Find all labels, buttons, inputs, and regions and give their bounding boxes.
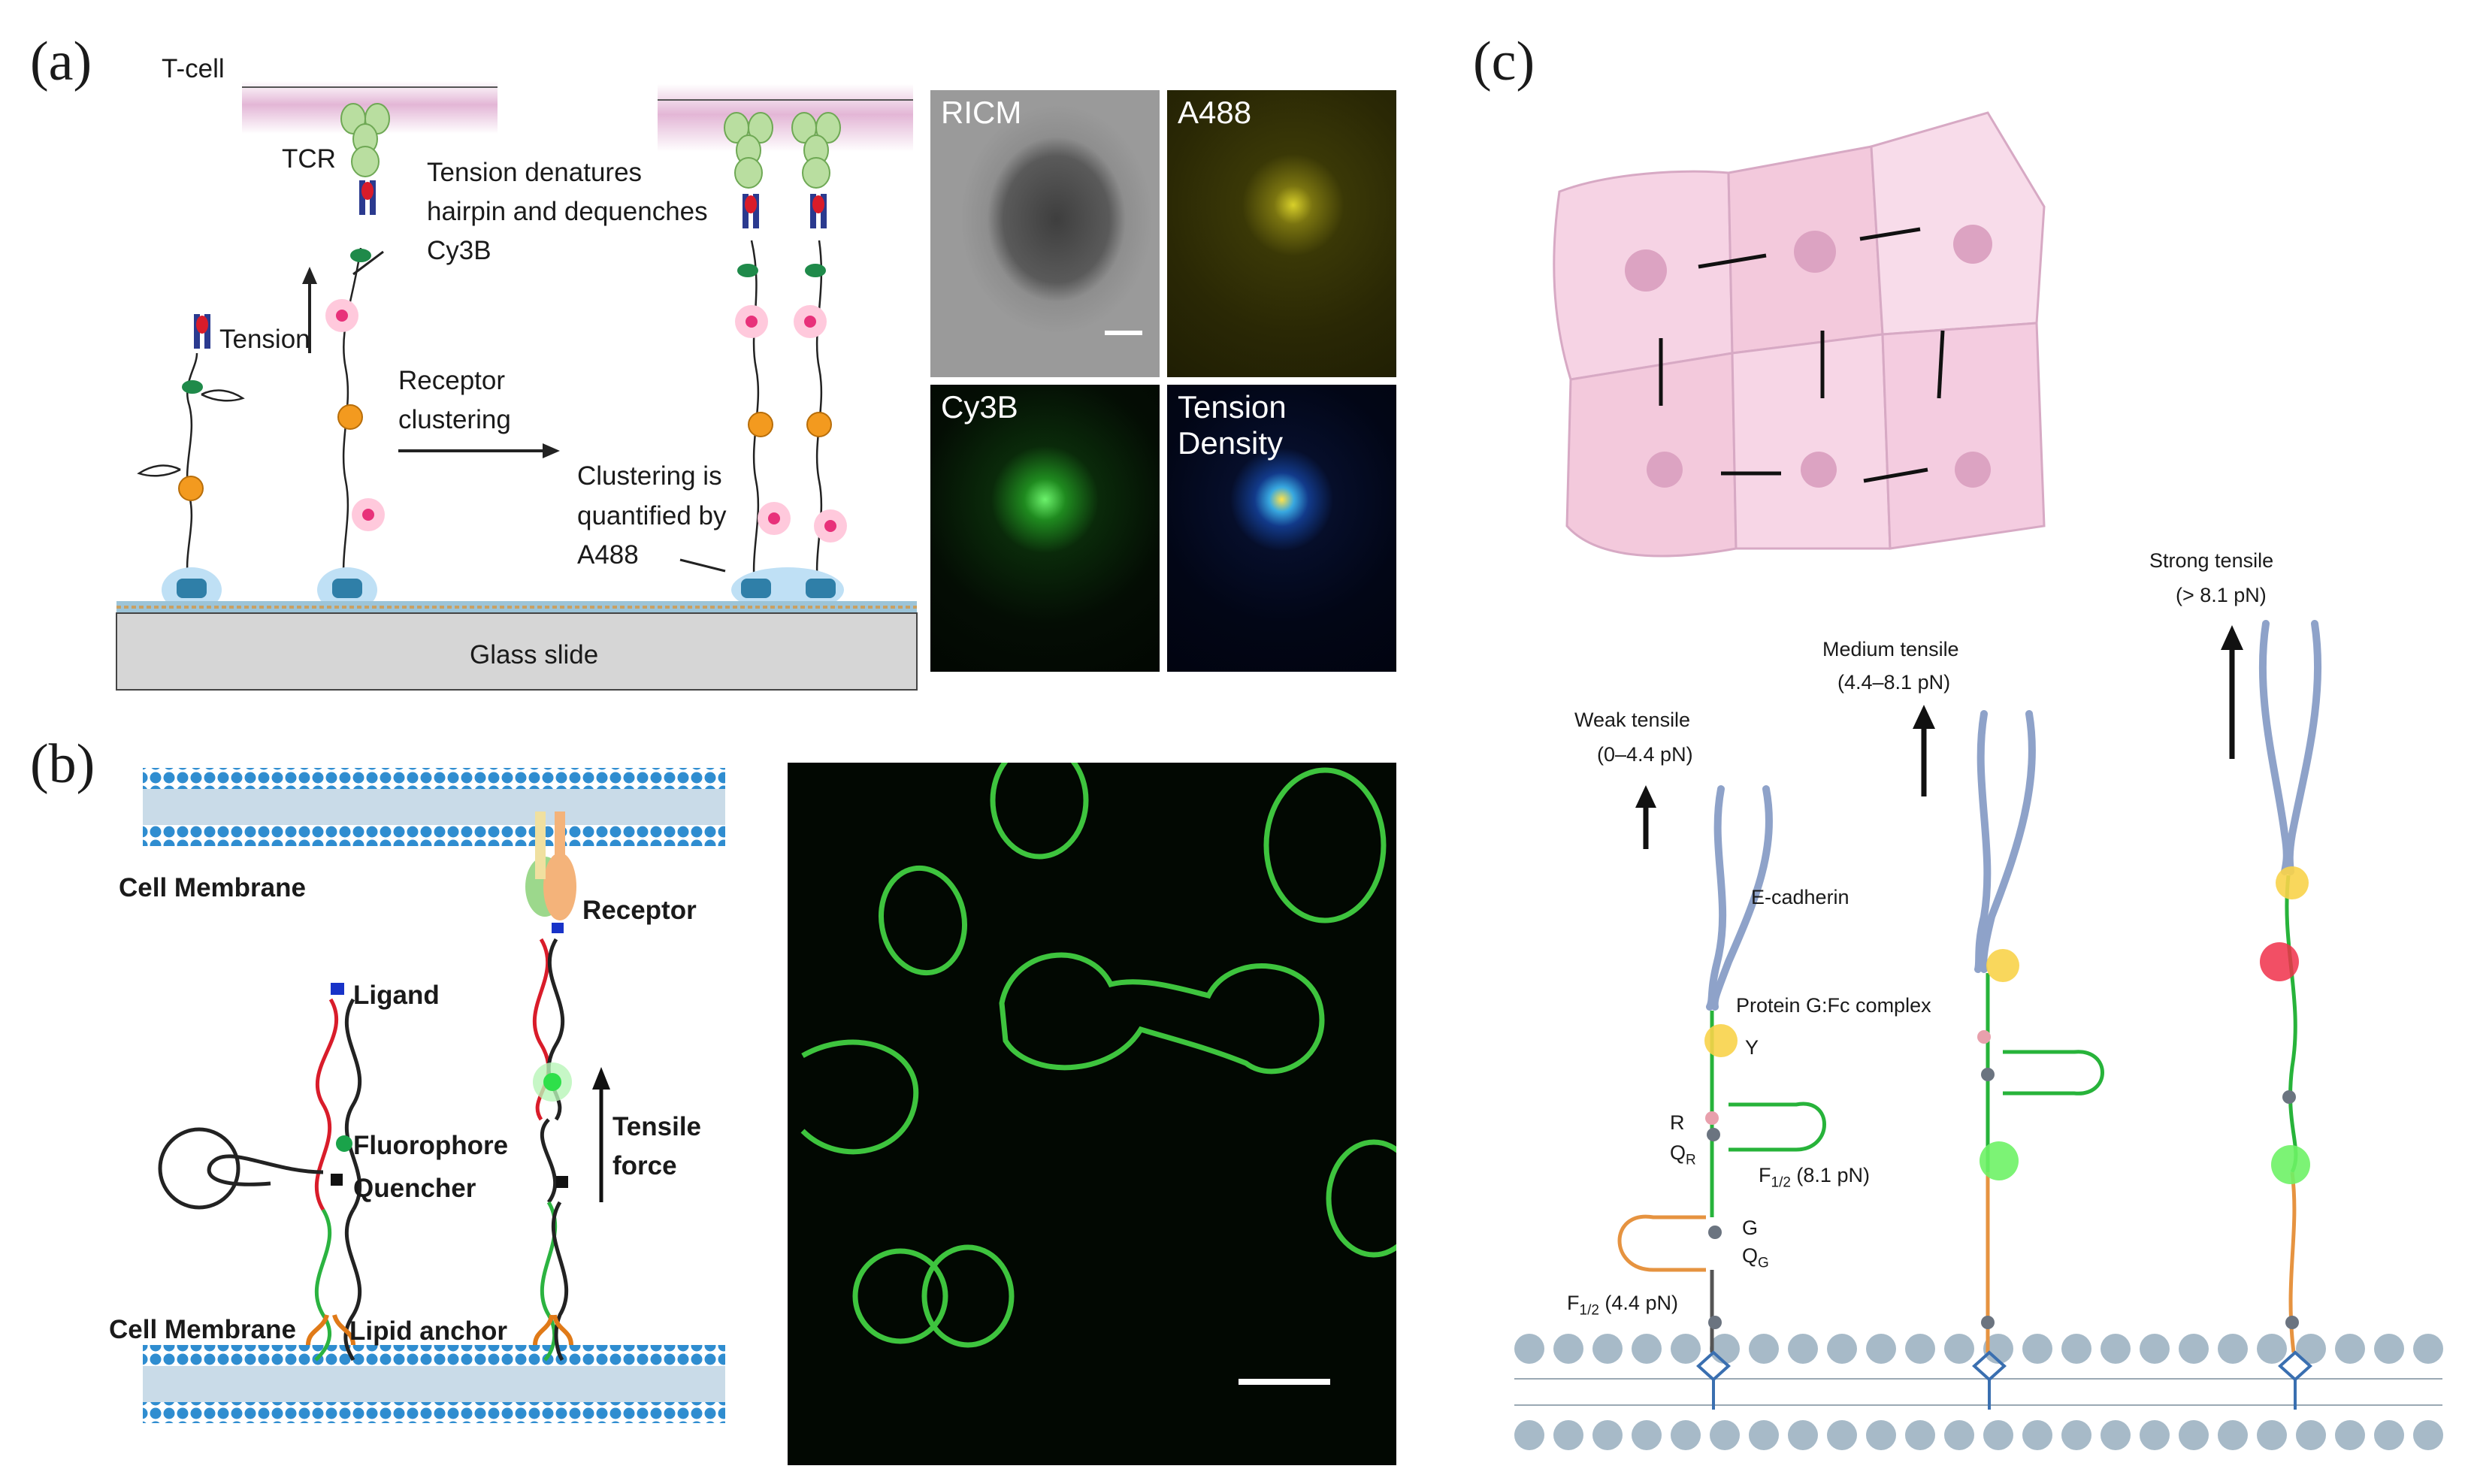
- clustering-quantified-line-3: A488: [577, 540, 639, 570]
- clustering-quantified-line-2: quantified by: [577, 501, 727, 530]
- ricm-label: RICM: [941, 95, 1022, 130]
- tension-density-label: Tension Density: [1178, 389, 1287, 461]
- green-dyes-c: [1980, 1141, 2310, 1184]
- bilayer-heads-top: [1514, 1334, 2443, 1364]
- receptor-shape: [525, 812, 576, 920]
- r-label: R: [1670, 1111, 1685, 1134]
- cy3b-pointer: [352, 250, 384, 276]
- tension-denature-line-3: Cy3B: [427, 236, 491, 265]
- cell-sheet: [1553, 111, 2046, 558]
- bilayer-heads-bottom: [1514, 1420, 2443, 1450]
- tension-density-micrograph: Tension Density: [1167, 385, 1396, 672]
- lipid-anchor-1: [306, 1313, 355, 1346]
- f44-label: F1/2 (4.4 pN): [1567, 1292, 1678, 1319]
- hairpin-loop-2: [201, 389, 245, 402]
- lipid-anchor-2: [533, 1314, 573, 1346]
- panel-b-diagram: [143, 768, 725, 1423]
- receptor-label: Receptor: [582, 896, 697, 925]
- tensile-label-2: force: [612, 1151, 677, 1180]
- ligand-bound: [552, 923, 564, 933]
- ligand-label: Ligand: [353, 981, 440, 1010]
- top-membrane-upper: [143, 768, 725, 789]
- a488-micrograph: A488: [1167, 90, 1396, 377]
- tension-denature-line-2: hairpin and dequenches: [427, 197, 708, 226]
- t-cell-membrane-right: [658, 84, 913, 152]
- panel-a-diagram: [116, 103, 918, 691]
- receptor-clustering-line-2: clustering: [398, 405, 511, 434]
- medium-tensile-label-2: (4.4–8.1 pN): [1837, 671, 1951, 694]
- lipid-anchor-label: Lipid anchor: [349, 1316, 507, 1346]
- weak-tensile-label-1: Weak tensile: [1574, 709, 1691, 731]
- tension-label: Tension: [219, 325, 310, 354]
- ricm-micrograph: RICM: [930, 90, 1160, 377]
- quencher-marker-2: [556, 1176, 568, 1188]
- quencher-label: Quencher: [353, 1174, 476, 1203]
- qg-label: QG: [1742, 1244, 1769, 1271]
- antigen-complex-3: [810, 194, 827, 228]
- e-cadherin-label: E-cadherin: [1751, 886, 1849, 908]
- quencher-marker: [331, 1174, 343, 1186]
- antigen-complex-1: [359, 180, 376, 215]
- r-dots: [1705, 1030, 1991, 1125]
- probe-folded: [158, 998, 362, 1362]
- top-membrane-lower: [143, 825, 725, 846]
- antigen-complex-free: [194, 314, 210, 349]
- t-cell-membrane-line-left: [242, 86, 498, 88]
- pink-fluorophores: [325, 299, 847, 543]
- cell-membrane-bottom-label: Cell Membrane: [109, 1315, 296, 1344]
- cy3b-label: Cy3B: [941, 389, 1018, 425]
- tcr-label: TCR: [282, 144, 336, 174]
- antigen-complex-2: [743, 194, 759, 228]
- ricm-scale-bar: [1105, 331, 1142, 335]
- fluorophore-label: Fluorophore: [353, 1131, 509, 1160]
- a488-pointer: [679, 558, 726, 573]
- bottom-membrane-upper: [143, 1345, 725, 1366]
- green-dyes: [182, 249, 826, 394]
- a488-label: A488: [1178, 95, 1252, 130]
- scale-bar: [1239, 1379, 1330, 1385]
- clustering-quantified-line-1: Clustering is: [577, 461, 722, 491]
- cell-membrane-top-label: Cell Membrane: [119, 873, 306, 902]
- glass-slide-label: Glass slide: [470, 640, 599, 669]
- orange-beads: [178, 404, 832, 501]
- tcr-receptor-3: [791, 112, 841, 189]
- panel-a-letter: (a): [30, 31, 92, 92]
- fluorophore-lit: [543, 1073, 561, 1091]
- protein-g-label: Protein G:Fc complex: [1736, 994, 1931, 1017]
- tcr-receptor-2: [724, 112, 773, 189]
- strong-tensile-label-1: Strong tensile: [2149, 549, 2274, 572]
- hairpin-loop-1: [137, 464, 181, 477]
- lipid-anchors-c: [1696, 1350, 2312, 1410]
- cell-outlines: [800, 763, 1396, 1348]
- t-cell-membrane-line-right: [658, 99, 913, 101]
- fluorophore-marker: [336, 1135, 352, 1152]
- panel-b-letter: (b): [30, 733, 95, 795]
- y-label: Y: [1745, 1036, 1759, 1059]
- medium-tensile-label-1: Medium tensile: [1822, 638, 1959, 660]
- weak-tensile-label-2: (0–4.4 pN): [1597, 743, 1693, 766]
- receptor-clustering-line-1: Receptor: [398, 366, 506, 395]
- tcr-receptor-1: [340, 103, 390, 177]
- red-dye: [2260, 942, 2299, 981]
- e-cadherin-dimers: [1706, 620, 2322, 1011]
- panel-c-letter: (c): [1473, 31, 1535, 92]
- qr-label: QR: [1670, 1141, 1696, 1168]
- bottom-membrane-lower: [143, 1402, 725, 1423]
- f81-label: F1/2 (8.1 pN): [1759, 1164, 1870, 1191]
- quencher-dots: [1707, 1068, 2299, 1329]
- bilayer-tails: [1514, 1378, 2442, 1406]
- tensile-label-1: Tensile: [612, 1112, 702, 1141]
- cell-nuclei: [1625, 225, 1992, 488]
- cy3b-micrograph: Cy3B: [930, 385, 1160, 672]
- t-cell-label: T-cell: [162, 54, 225, 83]
- g-label: G: [1742, 1217, 1759, 1239]
- yellow-dyes: [1704, 866, 2309, 1057]
- strong-tensile-label-2: (> 8.1 pN): [2176, 584, 2267, 606]
- glass-slide: [116, 612, 918, 691]
- membrane-micrograph: [788, 763, 1396, 1465]
- tension-denature-line-1: Tension denatures: [427, 158, 643, 187]
- ligand-marker: [331, 983, 344, 995]
- cell-force-arrows: [1659, 227, 1945, 483]
